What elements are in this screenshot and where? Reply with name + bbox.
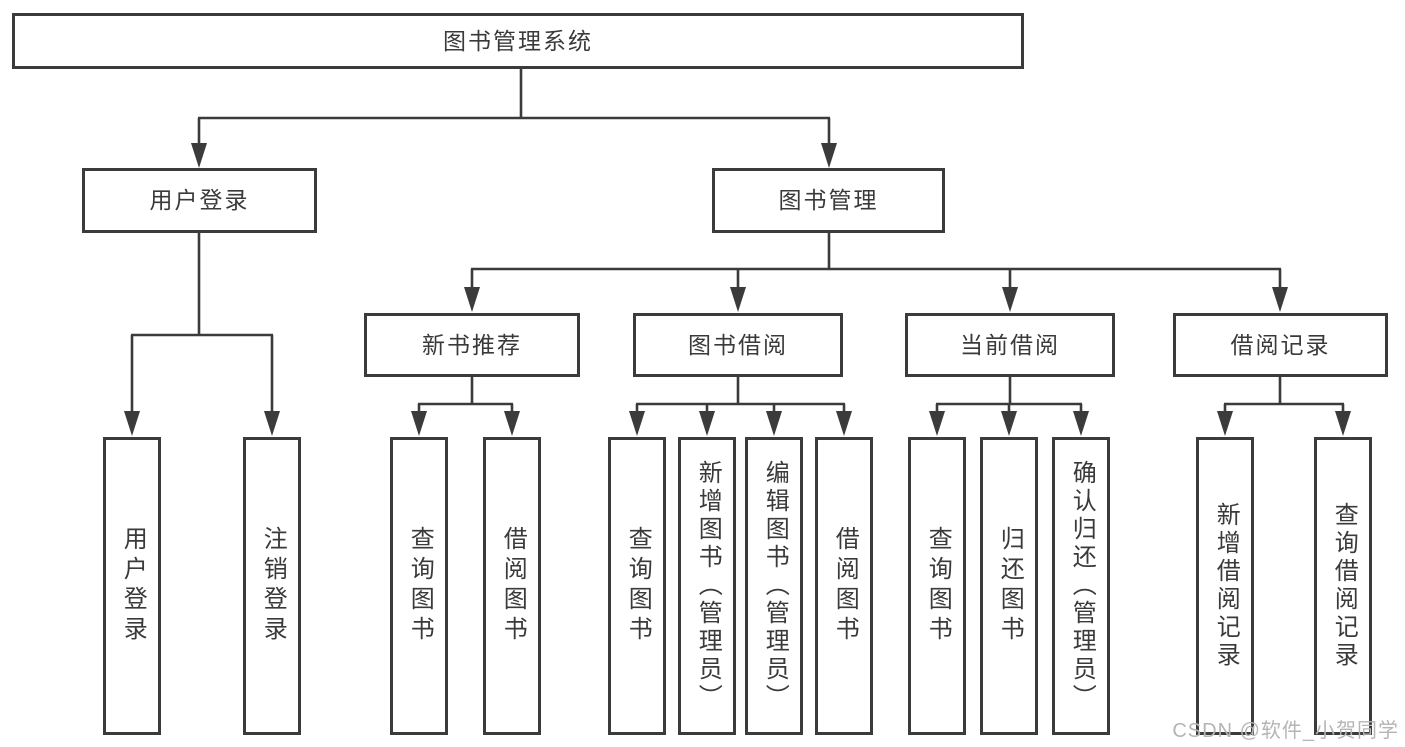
node-root-system: 图书管理系统 <box>12 13 1024 69</box>
csdn-watermark: CSDN @软件_小贺同学 <box>1172 720 1399 742</box>
leaf-recommend-borrow-books: 借阅图书 <box>483 437 541 735</box>
node-borrow-records: 借阅记录 <box>1173 313 1388 377</box>
node-user-login: 用户登录 <box>82 168 317 233</box>
leaf-return-books: 归还图书 <box>980 437 1038 735</box>
leaf-user-login: 用户登录 <box>103 437 161 735</box>
leaf-logout: 注销登录 <box>243 437 301 735</box>
leaf-borrow-query-books: 查询图书 <box>608 437 666 735</box>
leaf-query-borrow-record: 查询借阅记录 <box>1314 437 1372 735</box>
leaf-borrow-books: 借阅图书 <box>815 437 873 735</box>
node-new-book-recommend: 新书推荐 <box>364 313 580 377</box>
leaf-current-query-books: 查询图书 <box>908 437 966 735</box>
leaf-add-borrow-record: 新增借阅记录 <box>1196 437 1254 735</box>
leaf-edit-books-admin: 编辑图书（管理员） <box>745 437 803 735</box>
node-book-borrow: 图书借阅 <box>633 313 843 377</box>
leaf-recommend-query-books: 查询图书 <box>390 437 448 735</box>
leaf-confirm-return-admin: 确认归还（管理员） <box>1052 437 1110 735</box>
node-book-management: 图书管理 <box>712 168 945 233</box>
leaf-add-books-admin: 新增图书（管理员） <box>678 437 736 735</box>
node-current-borrow: 当前借阅 <box>905 313 1115 377</box>
